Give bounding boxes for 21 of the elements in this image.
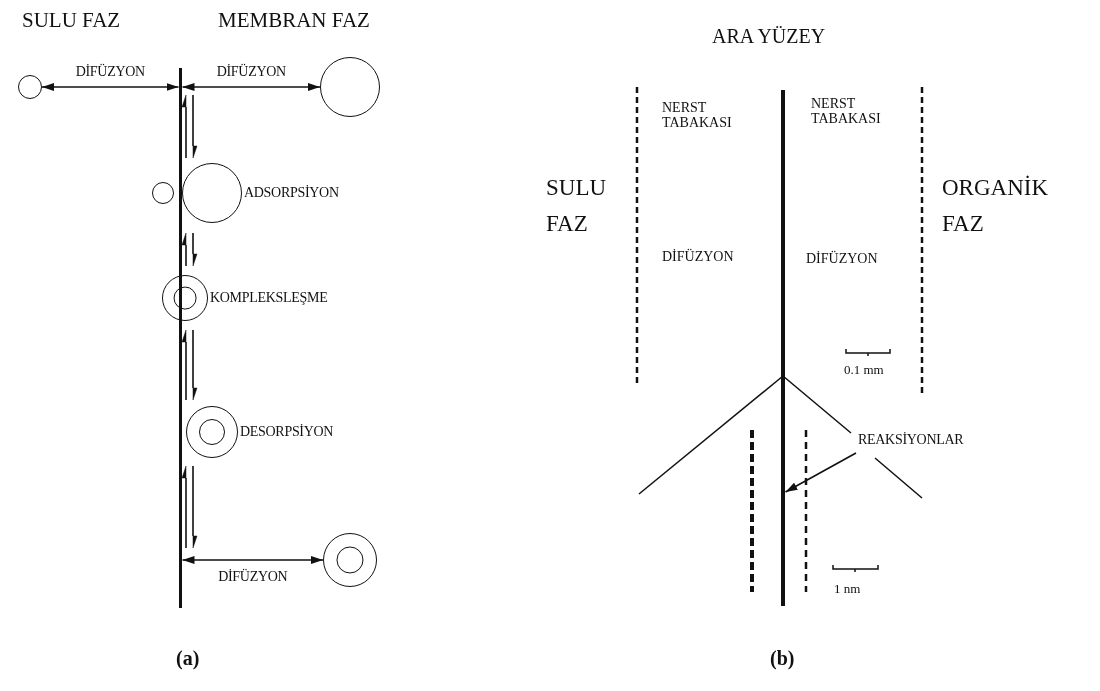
panel-label: (b) (770, 646, 795, 670)
text-label: 1 nm (834, 581, 861, 597)
text-label: 0.1 mm (844, 362, 884, 378)
text-label: NERST TABAKASI (662, 101, 732, 131)
process-label: DESORPSİYON (240, 423, 334, 441)
text-label: SULU FAZ (22, 8, 121, 34)
panel-label: (a) (176, 646, 200, 670)
arrow (181, 556, 324, 564)
arrow (41, 83, 180, 91)
arrow (784, 452, 857, 493)
annotation-text: REAKSİYONLAR (858, 431, 964, 449)
text-label: NERST TABAKASI (811, 97, 881, 127)
process-label: KOMPLEKSLEŞME (210, 289, 328, 307)
text-label: DİFÜZYON (806, 251, 878, 268)
text-label: SULU FAZ (546, 174, 607, 238)
arrow (181, 83, 321, 91)
text-label: ARA YÜZEY (712, 24, 826, 48)
text-label: ORGANİK FAZ (942, 174, 1049, 238)
text-label: MEMBRAN FAZ (218, 8, 370, 34)
text-label: DİFÜZYON (662, 249, 734, 266)
process-label: ADSORPSİYON (244, 184, 339, 202)
